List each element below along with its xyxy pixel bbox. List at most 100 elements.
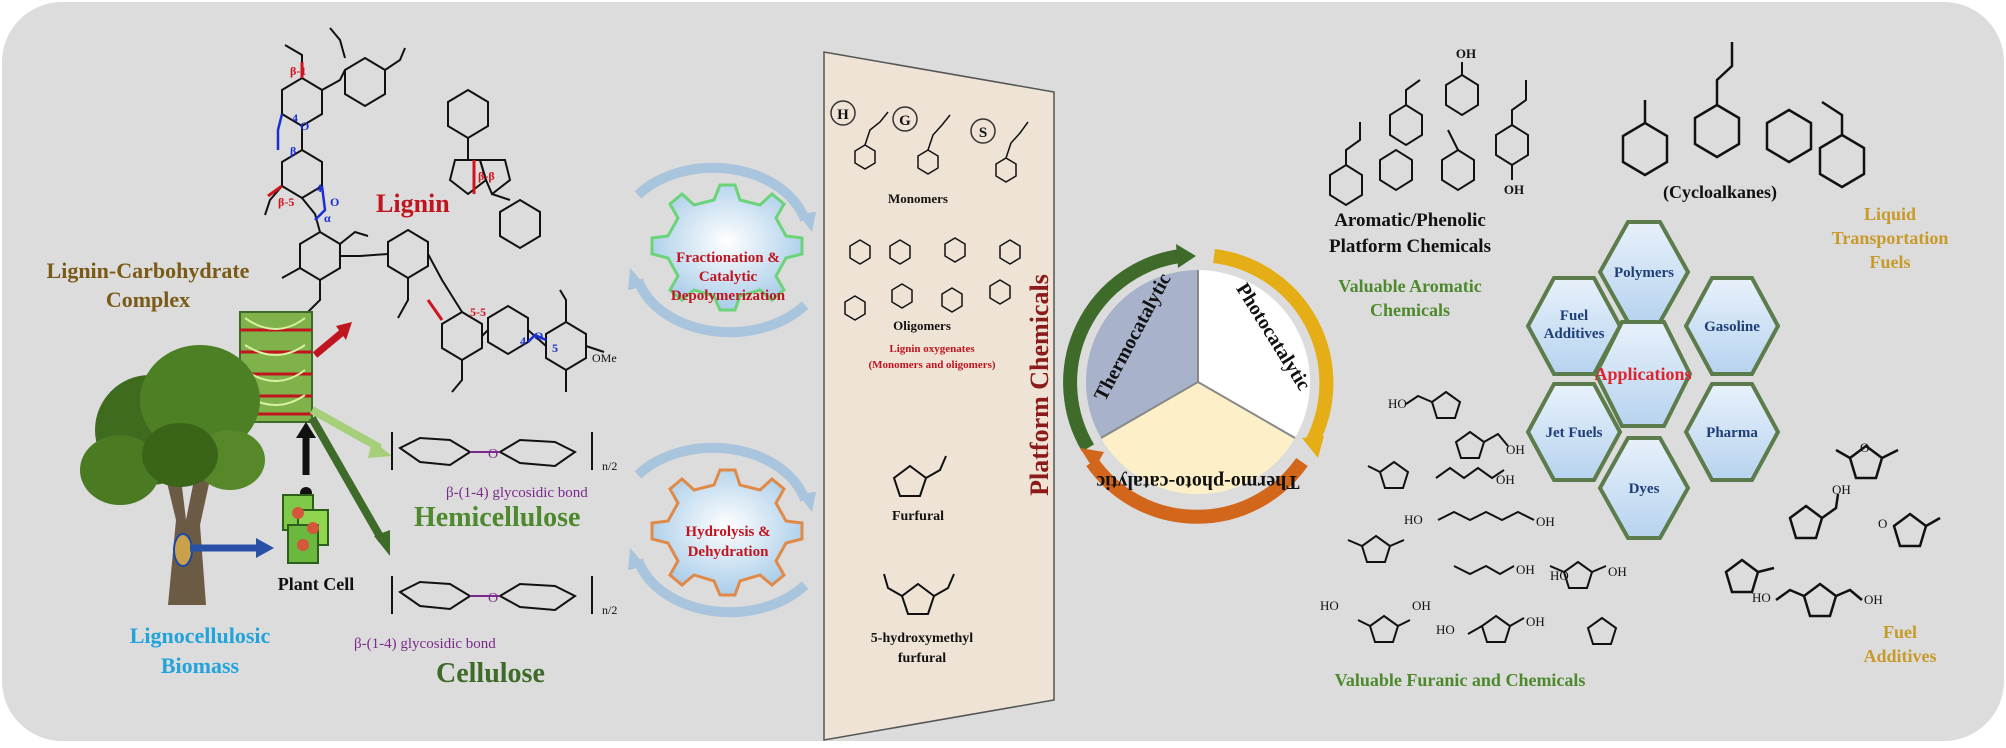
valuable-aromatic-line1: Valuable Aromatic xyxy=(1338,276,1482,296)
methoxy-label: OMe xyxy=(592,351,617,365)
app-pharma: Pharma xyxy=(1706,425,1758,441)
bond-beta-beta: β-β xyxy=(478,169,495,183)
fa-oh-1: OH xyxy=(1832,482,1851,497)
fa-ho-1: HO xyxy=(1752,590,1771,605)
aromatic-label-line1: Aromatic/Phenolic xyxy=(1334,210,1486,231)
furanic-structures xyxy=(1347,390,1618,645)
plant-cell-icon xyxy=(282,494,329,564)
bond-4-c: 4 xyxy=(520,334,526,348)
oh-label-right: OH xyxy=(1504,182,1524,197)
bond-4-a: 4 xyxy=(292,111,298,125)
biomass-label-line1: Lignocellulosic xyxy=(130,623,271,648)
monomer-badges: H G S xyxy=(830,100,996,144)
oxygen-b: O xyxy=(330,195,339,209)
liquid-fuels-line2: Transportation xyxy=(1832,228,1949,248)
lignin-label: Lignin xyxy=(376,189,450,218)
applications-center-label: Applications xyxy=(1594,364,1691,384)
furanic-oh-5: OH xyxy=(1608,564,1627,579)
fa-oh-2: OH xyxy=(1864,592,1883,607)
bond-alpha: α xyxy=(324,211,331,225)
arrow-to-hemicellulose xyxy=(310,406,382,452)
fuel-additive-structures xyxy=(1724,444,1941,618)
oligomer-structures xyxy=(844,237,1021,321)
furanic-oh-6: OH xyxy=(1412,598,1431,613)
furfural-structure xyxy=(892,455,947,497)
cellulose-structure xyxy=(391,576,593,614)
valuable-aromatic-line2: Chemicals xyxy=(1370,300,1450,320)
cell-n2: n/2 xyxy=(602,603,617,617)
hydrolysis-label-line1: Hydrolysis & xyxy=(685,524,770,540)
oxygen-c: O xyxy=(534,329,543,343)
furanic-oh-2: OH xyxy=(1496,472,1515,487)
furanic-oh-7: OH xyxy=(1526,614,1545,629)
app-dyes: Dyes xyxy=(1629,481,1660,497)
hex-pharma xyxy=(1683,382,1781,482)
cell-glycosidic-label: β-(1-4) glycosidic bond xyxy=(354,636,496,652)
fractionation-gear xyxy=(628,162,816,338)
hemicellulose-label: Hemicellulose xyxy=(414,502,580,533)
monomer-structures xyxy=(854,111,1029,183)
furanic-ho-2: HO xyxy=(1404,512,1423,527)
cell-bridge-oxygen: O xyxy=(488,591,498,606)
lcc-label-line2: Complex xyxy=(106,287,190,312)
platform-chemicals-panel xyxy=(823,51,1055,741)
liquid-fuels-line1: Liquid xyxy=(1864,204,1916,224)
fuel-additives-line2: Additives xyxy=(1863,646,1936,666)
furanic-label: Valuable Furanic and Chemicals xyxy=(1335,670,1586,690)
platform-chemicals-label: Platform Chemicals xyxy=(1025,274,1054,496)
bond-5-c: 5 xyxy=(552,341,558,355)
arrow-plantcell-head xyxy=(296,422,316,438)
arrow-to-lignin-head xyxy=(336,322,352,340)
hex-jet-fuels xyxy=(1525,382,1623,482)
fuel-additive-atom-labels: O OH O OH HO xyxy=(1752,440,1887,607)
hex-applications xyxy=(1593,320,1693,428)
hmf-structure xyxy=(883,573,955,615)
hemi-n2: n/2 xyxy=(602,459,617,473)
monomers-label: Monomers xyxy=(888,191,948,206)
arrow-to-cellulose-head xyxy=(374,530,390,556)
liquid-fuels-line3: Fuels xyxy=(1869,252,1910,272)
app-gasoline: Gasoline xyxy=(1704,319,1760,335)
furanic-oh-1: OH xyxy=(1506,442,1525,457)
app-fuel-additives-2: Additives xyxy=(1544,326,1605,342)
arrow-to-lignin xyxy=(312,327,348,358)
cycloalkanes-label: (Cycloalkanes) xyxy=(1663,182,1777,203)
bond-4-b: 4 xyxy=(316,181,322,195)
bond-5-5: 5-5 xyxy=(470,305,486,319)
furanic-ho-5: HO xyxy=(1550,568,1569,583)
arrow-to-hemicellulose-head xyxy=(368,440,392,458)
bond-beta-1: β-1 xyxy=(290,64,306,78)
hemi-glycosidic-label: β-(1-4) glycosidic bond xyxy=(446,485,588,501)
applications-hexagons xyxy=(1525,220,1781,540)
hmf-label-line1: 5-hydroxymethyl xyxy=(871,631,974,646)
app-polymers: Polymers xyxy=(1614,265,1674,281)
hex-gasoline xyxy=(1683,276,1781,376)
furanic-oh-3: OH xyxy=(1536,514,1555,529)
hemicellulose-structure xyxy=(391,432,593,470)
oh-label-top: OH xyxy=(1456,46,1476,61)
badge-h: H xyxy=(837,107,849,123)
oligomers-label: Oligomers xyxy=(893,318,951,333)
application-labels: Polymers Fuel Additives Gasoline Jet Fue… xyxy=(1544,265,1761,497)
furanic-ho-4: HO xyxy=(1436,622,1455,637)
hydrolysis-label-line2: Dehydration xyxy=(688,544,769,560)
biomass-label-line2: Biomass xyxy=(161,653,240,678)
oxygenates-label-line2: (Monomers and oligomers) xyxy=(868,359,995,371)
oxygen-a: O xyxy=(300,119,309,133)
lcc-label-line1: Lignin-Carbohydrate xyxy=(47,258,250,283)
hemi-bridge-oxygen: O xyxy=(488,447,498,462)
aromatic-label-line2: Platform Chemicals xyxy=(1329,236,1491,257)
badge-s: S xyxy=(979,125,987,141)
catalysis-circle xyxy=(1063,244,1334,524)
fuel-additives-line1: Fuel xyxy=(1883,622,1917,642)
cellulose-label: Cellulose xyxy=(436,658,545,689)
arrow-tree-to-cell-head xyxy=(256,538,274,558)
furanic-atom-labels: HO OH OH HO OH OH OH HO OH HO OH HO xyxy=(1320,396,1627,637)
thermo-photo-label: Thermo-photo-catalytic xyxy=(1096,471,1299,493)
fractionation-label-line3: Depolymerization xyxy=(671,288,786,304)
oxygenates-label-line1: Lignin oxygenates xyxy=(889,343,975,355)
fa-o-2: O xyxy=(1878,516,1887,531)
furanic-oh-4: OH xyxy=(1516,562,1535,577)
fractionation-label-line1: Fractionation & xyxy=(676,250,780,266)
